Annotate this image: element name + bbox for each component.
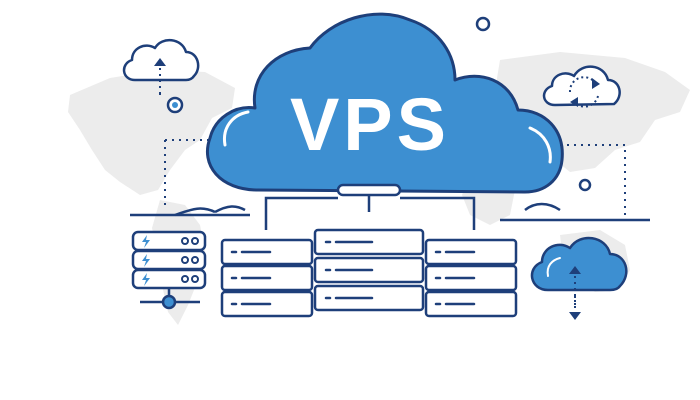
cloud-connector [130, 183, 650, 230]
decor-circles [475, 16, 592, 192]
vps-title: VPS [290, 83, 450, 166]
cloud-transfer-icon [530, 236, 628, 320]
main-cloud [206, 12, 564, 194]
cloud-sync-icon [542, 65, 621, 108]
server-racks [220, 228, 518, 318]
cloud-upload-icon [122, 39, 200, 114]
server-indicators [230, 240, 476, 306]
server-rack-icon [131, 230, 207, 310]
